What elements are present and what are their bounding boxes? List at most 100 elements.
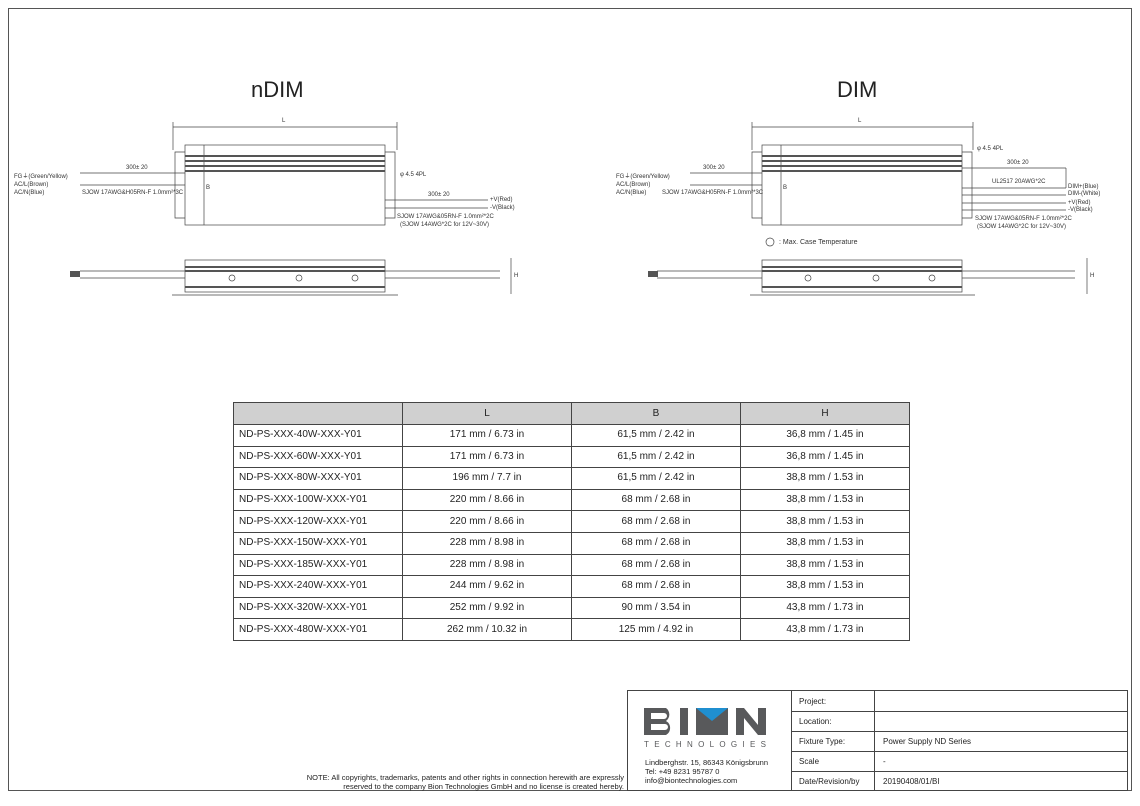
titleblock-row: Location: [791, 711, 1127, 732]
cell-H: 38,8 mm / 1.53 in [740, 531, 910, 555]
dim-case-temp-note: : Max. Case Temperature [779, 239, 858, 246]
address-line: Lindberghstr. 15, 86343 Königsbrunn [645, 758, 769, 767]
note-line-1: NOTE: All copyrights, trademarks, patent… [306, 773, 624, 782]
dim-cable-length-in: 300± 20 [703, 165, 725, 171]
cell-L: 244 mm / 9.62 in [402, 575, 572, 598]
dim-input-cable: SJOW 17AWG&H05RN-F 1.0mm²*3C [662, 190, 764, 196]
cell-model: ND-PS-XXX-150W-XXX-Y01 [233, 531, 403, 555]
ndim-wire-fg: FG⏚(Green/Yellow) [14, 174, 68, 180]
dim-wire-dimplus: DIM+(Blue) [1068, 184, 1099, 190]
titleblock-row: Project: [791, 691, 1127, 712]
cell-B: 68 mm / 2.68 in [571, 575, 741, 598]
cell-L: 252 mm / 9.92 in [402, 596, 572, 620]
title-block: TECHNOLOGIES Lindberghstr. 15, 86343 Kön… [627, 690, 1128, 791]
cell-B: 68 mm / 2.68 in [571, 488, 741, 512]
dim-dimming-cable: UL2517 20AWG*2C [992, 179, 1046, 185]
cell-model: ND-PS-XXX-80W-XXX-Y01 [233, 467, 403, 490]
email: info@biontechnologies.com [645, 776, 738, 785]
cell-L: 228 mm / 8.98 in [402, 553, 572, 577]
ndim-input-cable: SJOW 17AWG&H05RN-F 1.0mm²*3C [82, 190, 184, 196]
cell-model: ND-PS-XXX-320W-XXX-Y01 [233, 596, 403, 620]
ndim-cable-length-out: 300± 20 [428, 192, 450, 198]
cell-H: 38,8 mm / 1.53 in [740, 488, 910, 512]
cell-H: 36,8 mm / 1.45 in [740, 424, 910, 447]
header-B: B [571, 402, 741, 425]
cell-H: 43,8 mm / 1.73 in [740, 618, 910, 641]
phone: Tel: +49 8231 95787 0 [645, 767, 720, 776]
ndim-wire-acl: AC/L(Brown) [14, 182, 49, 188]
dim-wire-fg: FG⏚(Green/Yellow) [616, 174, 670, 180]
cell-H: 38,8 mm / 1.53 in [740, 575, 910, 598]
cell-L: 220 mm / 8.66 in [402, 488, 572, 512]
note-line-2: reserved to the company Bion Technologie… [343, 782, 624, 791]
cell-L: 171 mm / 6.73 in [402, 445, 572, 469]
ndim-wire-vminus: -V(Black) [490, 205, 515, 211]
ndim-output-cable: SJOW 17AWG&05RN-F 1.0mm²*2C [397, 214, 494, 220]
ndim-wire-acn: AC/N(Blue) [14, 190, 45, 196]
cell-model: ND-PS-XXX-120W-XXX-Y01 [233, 510, 403, 533]
titleblock-label: Project: [799, 697, 827, 706]
dim-wire-vminus: -V(Black) [1068, 207, 1093, 213]
cell-B: 61,5 mm / 2.42 in [571, 467, 741, 490]
titleblock-label: Location: [799, 717, 832, 726]
cell-model: ND-PS-XXX-100W-XXX-Y01 [233, 488, 403, 512]
cell-B: 61,5 mm / 2.42 in [571, 424, 741, 447]
header-model [233, 402, 403, 425]
dim-title: DIM [837, 77, 878, 102]
dim-H-label: H [1090, 273, 1095, 279]
cell-B: 125 mm / 4.92 in [571, 618, 741, 641]
dim-wire-dimminus: DIM-(White) [1068, 191, 1101, 197]
sheet-frame [8, 8, 1132, 791]
titleblock-value: Power Supply ND Series [883, 737, 972, 746]
ndim-output-cable-note: (SJOW 14AWG*2C for 12V~30V) [400, 222, 489, 228]
dim-L-label: L [858, 118, 862, 124]
titleblock-label: Scale [799, 757, 820, 766]
dim-wire-vplus: +V(Red) [1068, 200, 1091, 206]
cell-L: 171 mm / 6.73 in [402, 424, 572, 447]
cell-B: 68 mm / 2.68 in [571, 531, 741, 555]
cell-H: 43,8 mm / 1.73 in [740, 596, 910, 620]
cell-B: 68 mm / 2.68 in [571, 553, 741, 577]
cell-model: ND-PS-XXX-185W-XXX-Y01 [233, 553, 403, 577]
power-supply-drawings [70, 122, 1088, 296]
header-L: L [402, 402, 572, 425]
titleblock-value: - [883, 757, 886, 766]
copyright-note: NOTE: All copyrights, trademarks, patent… [307, 773, 624, 791]
titleblock-label: Fixture Type: [799, 737, 846, 746]
bion-logo: TECHNOLOGIES [644, 708, 766, 749]
cell-model: ND-PS-XXX-60W-XXX-Y01 [233, 445, 403, 469]
cell-H: 38,8 mm / 1.53 in [740, 510, 910, 533]
dim-cable-length-out: 300± 20 [1007, 160, 1029, 166]
ndim-L-label: L [282, 118, 286, 124]
company-address: Lindberghstr. 15, 86343 Königsbrunn Tel:… [645, 758, 768, 785]
cell-H: 36,8 mm / 1.45 in [740, 445, 910, 469]
dim-wire-acl: AC/L(Brown) [616, 182, 651, 188]
dim-hole-label: φ 4.5 4PL [977, 146, 1004, 152]
logo-subtitle: TECHNOLOGIES [644, 740, 766, 749]
cell-L: 220 mm / 8.66 in [402, 510, 572, 533]
ndim-title: nDIM [251, 77, 304, 102]
dim-output-cable-note: (SJOW 14AWG*2C for 12V~30V) [977, 224, 1066, 230]
cell-H: 38,8 mm / 1.53 in [740, 467, 910, 490]
company-logo-area: TECHNOLOGIES Lindberghstr. 15, 86343 Kön… [628, 691, 792, 791]
ndim-hole-label: φ 4.5 4PL [400, 172, 427, 178]
ndim-H-label: H [514, 273, 519, 279]
dim-B-label: B [783, 185, 788, 191]
ndim-wire-vplus: +V(Red) [490, 197, 513, 203]
header-H: H [740, 402, 910, 425]
dim-wire-acn: AC/N(Blue) [616, 190, 647, 196]
titleblock-row: Fixture Type: Power Supply ND Series [791, 731, 1127, 752]
cell-L: 196 mm / 7.7 in [402, 467, 572, 490]
cell-B: 61,5 mm / 2.42 in [571, 445, 741, 469]
cell-L: 228 mm / 8.98 in [402, 531, 572, 555]
